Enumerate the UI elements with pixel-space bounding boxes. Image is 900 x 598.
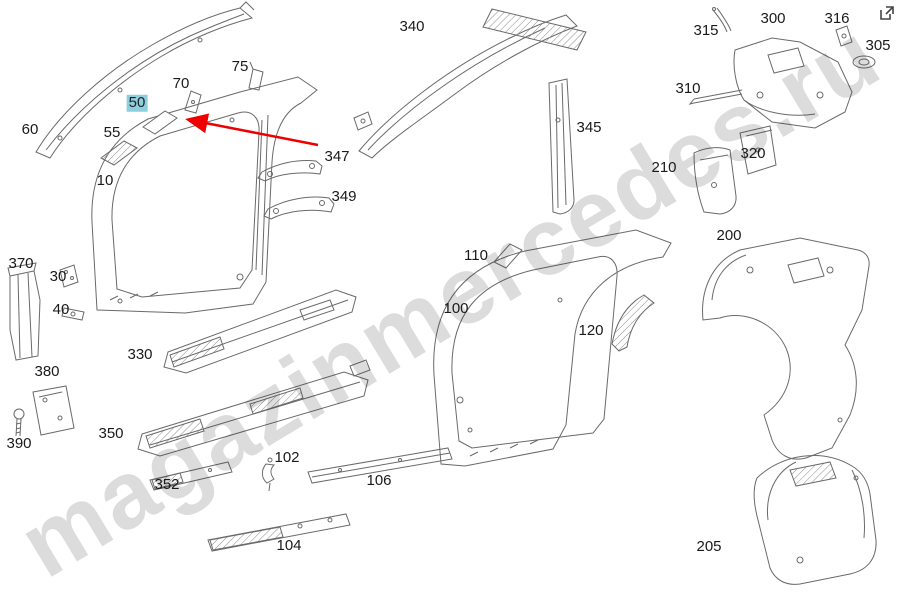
part-label-40[interactable]: 40 (52, 300, 70, 318)
part-label-70[interactable]: 70 (172, 74, 190, 92)
part-label-347[interactable]: 347 (324, 147, 350, 165)
part-label-120[interactable]: 120 (578, 321, 604, 339)
part-label-310[interactable]: 310 (675, 79, 701, 97)
part-316-art (835, 25, 853, 47)
part-310-art (688, 89, 743, 105)
part-205-art (753, 455, 877, 585)
part-label-345[interactable]: 345 (576, 118, 602, 136)
part-label-30[interactable]: 30 (49, 267, 67, 285)
part-390-art (13, 408, 25, 437)
part-210-art (693, 147, 737, 215)
part-380-art (32, 385, 75, 436)
part-40-art (61, 307, 85, 321)
part-label-300[interactable]: 300 (760, 9, 786, 27)
part-75-art (248, 61, 264, 91)
part-350-art (137, 359, 371, 457)
part-label-330[interactable]: 330 (127, 345, 153, 363)
part-50-art (142, 110, 178, 135)
part-label-320[interactable]: 320 (740, 144, 766, 162)
part-label-350[interactable]: 350 (98, 424, 124, 442)
part-label-55[interactable]: 55 (103, 123, 121, 141)
part-320-art (739, 125, 777, 175)
part-label-110[interactable]: 110 (464, 246, 488, 264)
part-label-200[interactable]: 200 (716, 226, 742, 244)
part-100-110-art (433, 229, 672, 467)
part-label-205[interactable]: 205 (696, 537, 722, 555)
part-label-104[interactable]: 104 (276, 536, 302, 554)
part-300-art (733, 37, 853, 129)
part-102-art (261, 457, 276, 492)
part-106-art (307, 447, 453, 484)
part-330-art (163, 289, 357, 374)
part-label-60[interactable]: 60 (21, 120, 39, 138)
part-label-370[interactable]: 370 (8, 254, 34, 272)
part-label-380[interactable]: 380 (34, 362, 60, 380)
part-label-50[interactable]: 50 (126, 93, 148, 112)
part-60-art (35, 1, 255, 159)
part-label-10[interactable]: 10 (96, 171, 114, 189)
part-label-106[interactable]: 106 (366, 471, 392, 489)
part-label-305[interactable]: 305 (865, 36, 891, 54)
part-345-art (548, 78, 575, 215)
part-label-340[interactable]: 340 (399, 17, 425, 35)
part-label-352[interactable]: 352 (154, 475, 180, 493)
part-347-art (257, 160, 323, 182)
part-label-390[interactable]: 390 (6, 434, 32, 452)
part-305-art (852, 55, 876, 69)
part-30-art (59, 264, 79, 288)
part-label-349[interactable]: 349 (331, 187, 357, 205)
part-200-art (702, 237, 870, 460)
part-349-art (263, 196, 335, 220)
open-in-new-icon[interactable] (878, 4, 896, 22)
part-70-art (184, 90, 202, 114)
part-104-art (207, 513, 351, 552)
part-label-100[interactable]: 100 (443, 299, 469, 317)
part-55-art (100, 140, 138, 166)
part-label-75[interactable]: 75 (231, 57, 249, 75)
part-340-art (353, 8, 587, 159)
part-label-316[interactable]: 316 (824, 9, 850, 27)
part-315-art (712, 7, 732, 33)
part-370-art (7, 262, 41, 361)
part-label-210[interactable]: 210 (651, 158, 677, 176)
part-352-art (149, 461, 233, 491)
part-label-102[interactable]: 102 (274, 448, 300, 466)
part-label-315[interactable]: 315 (693, 21, 719, 39)
part-120-art (611, 294, 655, 352)
